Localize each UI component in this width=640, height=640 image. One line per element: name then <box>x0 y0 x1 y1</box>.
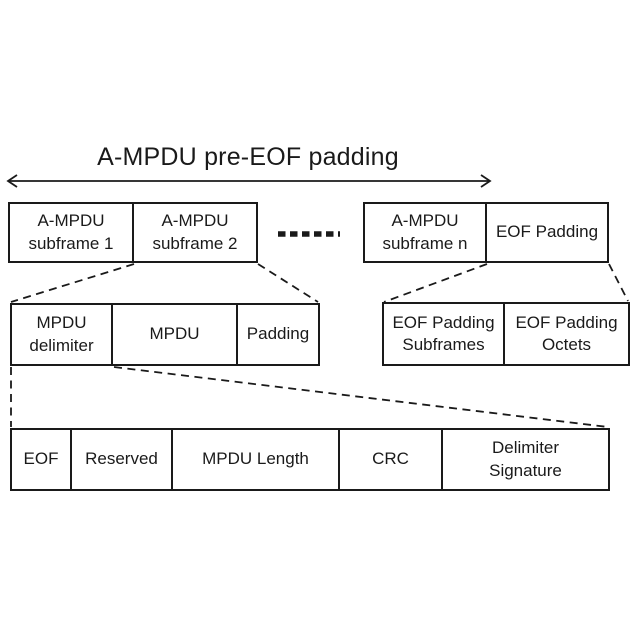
connector-delimiter-to-detail-right <box>113 366 609 428</box>
box-mpdu-delimiter: MPDU delimiter <box>12 305 113 364</box>
box-ampdu-subframe-n: A-MPDU subframe n <box>365 204 487 261</box>
connector-subframe2-to-detail-left <box>10 263 135 303</box>
delimiter-detail-group: EOF Reserved MPDU Length CRC Delimiter S… <box>10 428 610 491</box>
connector-eofpadding-to-detail-right <box>608 263 629 302</box>
box-ampdu-subframe-1: A-MPDU subframe 1 <box>10 204 134 261</box>
box-reserved: Reserved <box>72 430 173 489</box>
box-eof: EOF <box>12 430 72 489</box>
box-delimiter-signature: Delimiter Signature <box>489 438 562 480</box>
ampdu-subframes-right-group: A-MPDU subframe n EOF Padding <box>363 202 609 263</box>
box-mpdu-length: MPDU Length <box>173 430 340 489</box>
diagram-title: A-MPDU pre-EOF padding <box>97 143 399 171</box>
pre-eof-span-double-arrow <box>6 174 492 188</box>
ampdu-subframes-left-group: A-MPDU subframe 1 A-MPDU subframe 2 <box>8 202 258 263</box>
connector-subframe2-to-detail-right <box>257 263 319 303</box>
eof-padding-detail-group: EOF Padding Subframes EOF Padding Octets <box>382 302 630 366</box>
subframe-detail-group: MPDU delimiter MPDU Padding <box>10 303 320 366</box>
box-mpdu: MPDU <box>113 305 238 364</box>
connector-eofpadding-to-detail-left <box>383 263 488 303</box>
box-eof-padding: EOF Padding <box>495 222 599 242</box>
box-eof-padding-octets: EOF Padding Octets <box>515 312 618 354</box>
box-ampdu-subframe-2: A-MPDU subframe 2 <box>152 211 238 253</box>
box-padding: Padding <box>246 324 310 344</box>
box-crc: CRC <box>340 430 443 489</box>
box-eof-padding-subframes: EOF Padding Subframes <box>384 304 505 364</box>
